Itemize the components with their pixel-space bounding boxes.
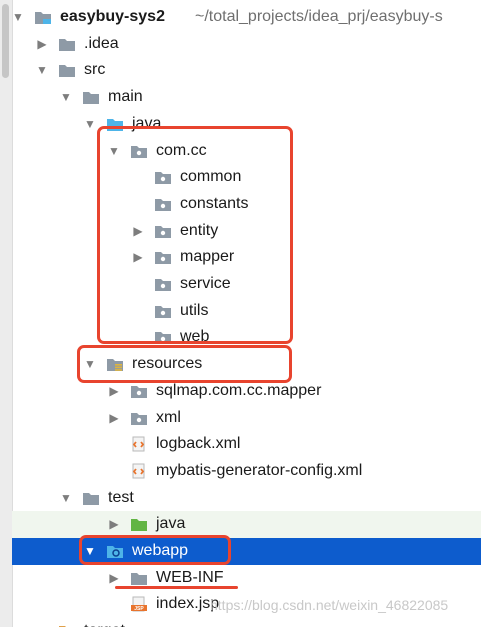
folder-icon bbox=[131, 572, 147, 585]
expand-arrow-icon[interactable]: ▼ bbox=[60, 490, 72, 505]
tree-label: index.jsp bbox=[156, 595, 220, 613]
tree-row-package-com-cc[interactable]: ▼ com.cc bbox=[12, 138, 481, 165]
tree-label: logback.xml bbox=[156, 435, 241, 453]
expand-arrow-icon[interactable]: ▶ bbox=[109, 517, 119, 532]
expand-arrow-icon[interactable]: ▶ bbox=[109, 383, 119, 398]
folder-icon bbox=[59, 626, 66, 627]
tree-label: xml bbox=[156, 408, 181, 426]
package-icon bbox=[155, 225, 171, 238]
tree-row-xml[interactable]: ▶ xml bbox=[12, 405, 481, 432]
tree-label: resources bbox=[132, 355, 203, 373]
tree-row-idea[interactable]: ▶ .idea bbox=[12, 31, 481, 58]
tree-row-mybatis-config[interactable]: mybatis-generator-config.xml bbox=[12, 458, 481, 485]
package-icon bbox=[155, 332, 171, 345]
module-icon bbox=[35, 12, 51, 24]
tree-label: src bbox=[84, 61, 106, 79]
tree-label: com.cc bbox=[156, 141, 207, 159]
tree-label: test bbox=[108, 488, 134, 506]
expand-arrow-icon[interactable]: ▼ bbox=[12, 10, 24, 24]
package-icon bbox=[131, 145, 147, 158]
tree-row-src[interactable]: ▼ src bbox=[12, 57, 481, 84]
resources-root-folder-icon bbox=[107, 359, 123, 372]
expand-arrow-icon[interactable]: ▼ bbox=[84, 116, 96, 131]
expand-arrow-icon[interactable]: ▶ bbox=[109, 410, 119, 425]
tree-row-target[interactable]: ▶ target bbox=[12, 618, 481, 627]
project-name: easybuy-sys2 bbox=[60, 8, 165, 25]
expand-arrow-icon[interactable]: ▼ bbox=[84, 544, 96, 558]
tree-row-webapp[interactable]: ▼ webapp bbox=[12, 538, 481, 565]
package-icon bbox=[155, 305, 171, 318]
tree-row-java[interactable]: ▼ java bbox=[12, 111, 481, 138]
package-icon bbox=[131, 412, 147, 425]
tree-label: java bbox=[132, 114, 162, 132]
tree-row-test[interactable]: ▼ test bbox=[12, 485, 481, 512]
expand-arrow-icon[interactable]: ▶ bbox=[37, 36, 47, 51]
watermark: https://blog.csdn.net/weixin_46822085 bbox=[210, 597, 449, 613]
package-icon bbox=[155, 279, 171, 291]
tree-label: mybatis-generator-config.xml bbox=[156, 461, 363, 479]
annotation-underline-web-inf bbox=[115, 586, 238, 589]
tree-label: common bbox=[180, 168, 242, 186]
project-path: ~/total_projects/idea_prj/easybuy-s bbox=[195, 8, 443, 25]
scroll-gutter bbox=[0, 0, 13, 627]
expand-arrow-icon[interactable]: ▶ bbox=[109, 570, 119, 585]
tree-row-resources[interactable]: ▼ resources bbox=[12, 351, 481, 378]
tree-row-mapper[interactable]: ▶ mapper bbox=[12, 244, 481, 271]
folder-icon bbox=[83, 492, 99, 505]
package-icon bbox=[131, 385, 147, 398]
test-source-folder-icon bbox=[131, 519, 147, 532]
package-icon bbox=[155, 198, 171, 211]
package-icon bbox=[155, 252, 171, 265]
expand-arrow-icon[interactable]: ▼ bbox=[84, 357, 96, 372]
expand-arrow-icon[interactable]: ▼ bbox=[108, 143, 120, 158]
tree-row-sqlmap[interactable]: ▶ sqlmap.com.cc.mapper bbox=[12, 378, 481, 405]
tree-label: mapper bbox=[180, 248, 235, 266]
tree-label: .idea bbox=[84, 34, 119, 52]
source-root-folder-icon bbox=[107, 118, 123, 131]
folder-icon bbox=[83, 92, 99, 105]
tree-row-entity[interactable]: ▶ entity bbox=[12, 218, 481, 245]
tree-label: constants bbox=[180, 194, 249, 212]
tree-row-logback[interactable]: logback.xml bbox=[12, 431, 481, 458]
expand-arrow-icon[interactable]: ▼ bbox=[60, 90, 72, 105]
tree-label: webapp bbox=[132, 542, 189, 559]
tree-row-project[interactable]: ▼ easybuy-sys2 ~/total_projects/idea_prj… bbox=[12, 4, 481, 31]
tree-row-constants[interactable]: constants bbox=[12, 191, 481, 218]
xml-file-icon bbox=[132, 463, 145, 479]
package-icon bbox=[155, 172, 171, 185]
jsp-file-icon: JSP bbox=[131, 596, 147, 612]
folder-icon bbox=[59, 65, 75, 78]
tree-label: web bbox=[180, 328, 210, 346]
tree-row-web-inf[interactable]: ▶ WEB-INF bbox=[12, 565, 481, 592]
tree-label: main bbox=[108, 88, 143, 106]
tree-row-utils[interactable]: utils bbox=[12, 298, 481, 325]
expand-arrow-icon[interactable]: ▼ bbox=[36, 63, 48, 78]
folder-icon bbox=[59, 38, 75, 51]
tree-row-main[interactable]: ▼ main bbox=[12, 84, 481, 111]
tree-row-test-java[interactable]: ▶ java bbox=[12, 511, 481, 538]
tree-label: sqlmap.com.cc.mapper bbox=[156, 381, 322, 399]
expand-arrow-icon[interactable]: ▶ bbox=[36, 625, 48, 627]
jsp-badge: JSP bbox=[134, 606, 144, 612]
tree-row-common[interactable]: common bbox=[12, 164, 481, 191]
scrollbar-thumb[interactable] bbox=[2, 4, 9, 78]
tree-label: java bbox=[156, 515, 186, 533]
expand-arrow-icon[interactable]: ▶ bbox=[133, 223, 143, 238]
tree-label: target bbox=[84, 621, 125, 627]
xml-file-icon bbox=[132, 436, 145, 452]
tree-label: WEB-INF bbox=[156, 568, 224, 586]
web-folder-icon bbox=[107, 546, 123, 558]
tree-label: utils bbox=[180, 301, 209, 319]
expand-arrow-icon[interactable]: ▶ bbox=[133, 250, 143, 265]
tree-label: service bbox=[180, 275, 231, 292]
tree-label: entity bbox=[180, 221, 219, 239]
tree-row-index-jsp[interactable]: JSP index.jsp bbox=[12, 591, 481, 618]
tree-row-web[interactable]: web bbox=[12, 324, 481, 351]
tree-row-service[interactable]: service bbox=[12, 271, 481, 298]
